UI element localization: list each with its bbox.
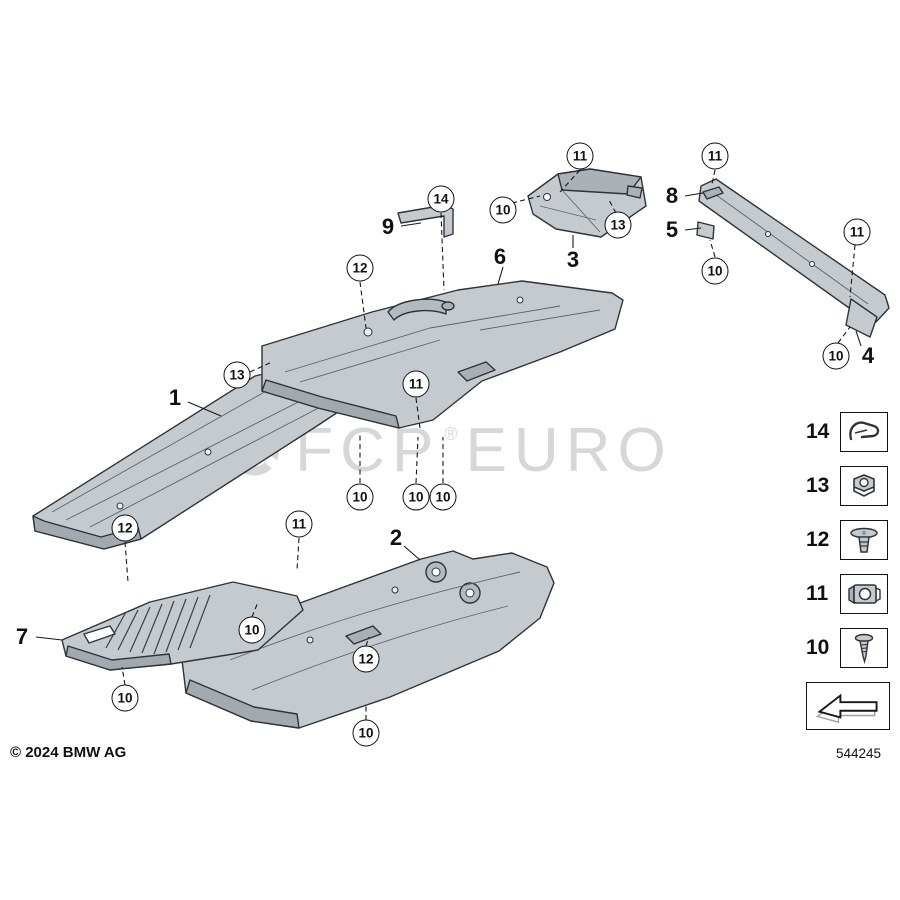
callout-10: 10 — [346, 483, 374, 511]
callout-11: 11 — [701, 142, 729, 170]
part-label-6: 6 — [493, 244, 507, 269]
legend-row-11: 11 — [806, 574, 890, 614]
legend-row-13: 13 — [806, 466, 890, 506]
copyright-text: © 2024 BMW AG — [10, 744, 127, 761]
legend-number-14: 14 — [806, 420, 830, 443]
part-4-side-rail-shape — [696, 178, 890, 338]
legend-box-13 — [840, 466, 888, 506]
callout-11: 11 — [285, 510, 313, 538]
part-label-3: 3 — [566, 247, 580, 272]
front-direction-box — [806, 682, 890, 730]
callout-11: 11 — [843, 218, 871, 246]
callout-10: 10 — [402, 483, 430, 511]
legend-number-11: 11 — [806, 582, 829, 605]
expansion-rivet-icon — [850, 527, 878, 553]
callout-10: 10 — [429, 483, 457, 511]
part-label-7: 7 — [15, 624, 29, 649]
leader-lines-dashed — [121, 169, 856, 720]
watermark-registered-mark: ® — [444, 424, 458, 444]
callout-10: 10 — [822, 342, 850, 370]
leader-lines-solid — [35, 192, 862, 641]
callout-12: 12 — [111, 514, 139, 542]
callout-10: 10 — [238, 616, 266, 644]
callout-10: 10 — [352, 719, 380, 747]
part-7-ribbed-panel-shape — [61, 581, 304, 671]
watermark-brand: FCP — [295, 416, 441, 485]
part-8-clip-shape — [702, 186, 724, 200]
callout-12: 12 — [352, 645, 380, 673]
legend-number-12: 12 — [806, 528, 830, 551]
callout-10: 10 — [489, 196, 517, 224]
part-6-center-panel-shape — [261, 280, 624, 429]
legend-row-14: 14 — [806, 412, 890, 452]
legend-box-14 — [840, 412, 888, 452]
watermark-name: EURO — [465, 416, 673, 485]
flange-nut-icon — [853, 474, 875, 497]
legend-box-10 — [840, 628, 888, 668]
callout-13: 13 — [604, 211, 632, 239]
legend-box-11 — [840, 574, 888, 614]
part-label-8: 8 — [665, 183, 679, 208]
self-tapping-screw-icon — [854, 633, 874, 664]
callout-11: 11 — [402, 370, 430, 398]
part-label-1: 1 — [168, 385, 182, 410]
callout-11: 11 — [566, 142, 594, 170]
callout-12: 12 — [346, 254, 374, 282]
diagram-number: 544245 — [836, 746, 882, 761]
cage-nut-icon — [848, 584, 881, 605]
legend-number-10: 10 — [806, 636, 830, 659]
callout-10: 10 — [111, 684, 139, 712]
front-direction-arrow-icon — [815, 693, 878, 724]
fastener-legend: 14 13 12 — [806, 412, 890, 730]
callout-13: 13 — [223, 361, 251, 389]
part-label-2: 2 — [389, 525, 403, 550]
part-label-9: 9 — [381, 214, 395, 239]
sheet-metal-clip-icon — [849, 421, 880, 441]
callout-10: 10 — [701, 257, 729, 285]
watermark: FCP ® EURO — [227, 420, 672, 482]
part-5-clip-shape — [696, 221, 715, 240]
legend-row-10: 10 — [806, 628, 890, 668]
part-label-5: 5 — [665, 217, 679, 242]
legend-box-12 — [840, 520, 888, 560]
legend-number-13: 13 — [806, 474, 830, 497]
legend-row-12: 12 — [806, 520, 890, 560]
part-label-4: 4 — [861, 343, 875, 368]
part-2-rear-panel-shape — [180, 550, 555, 729]
callout-14: 14 — [427, 185, 455, 213]
